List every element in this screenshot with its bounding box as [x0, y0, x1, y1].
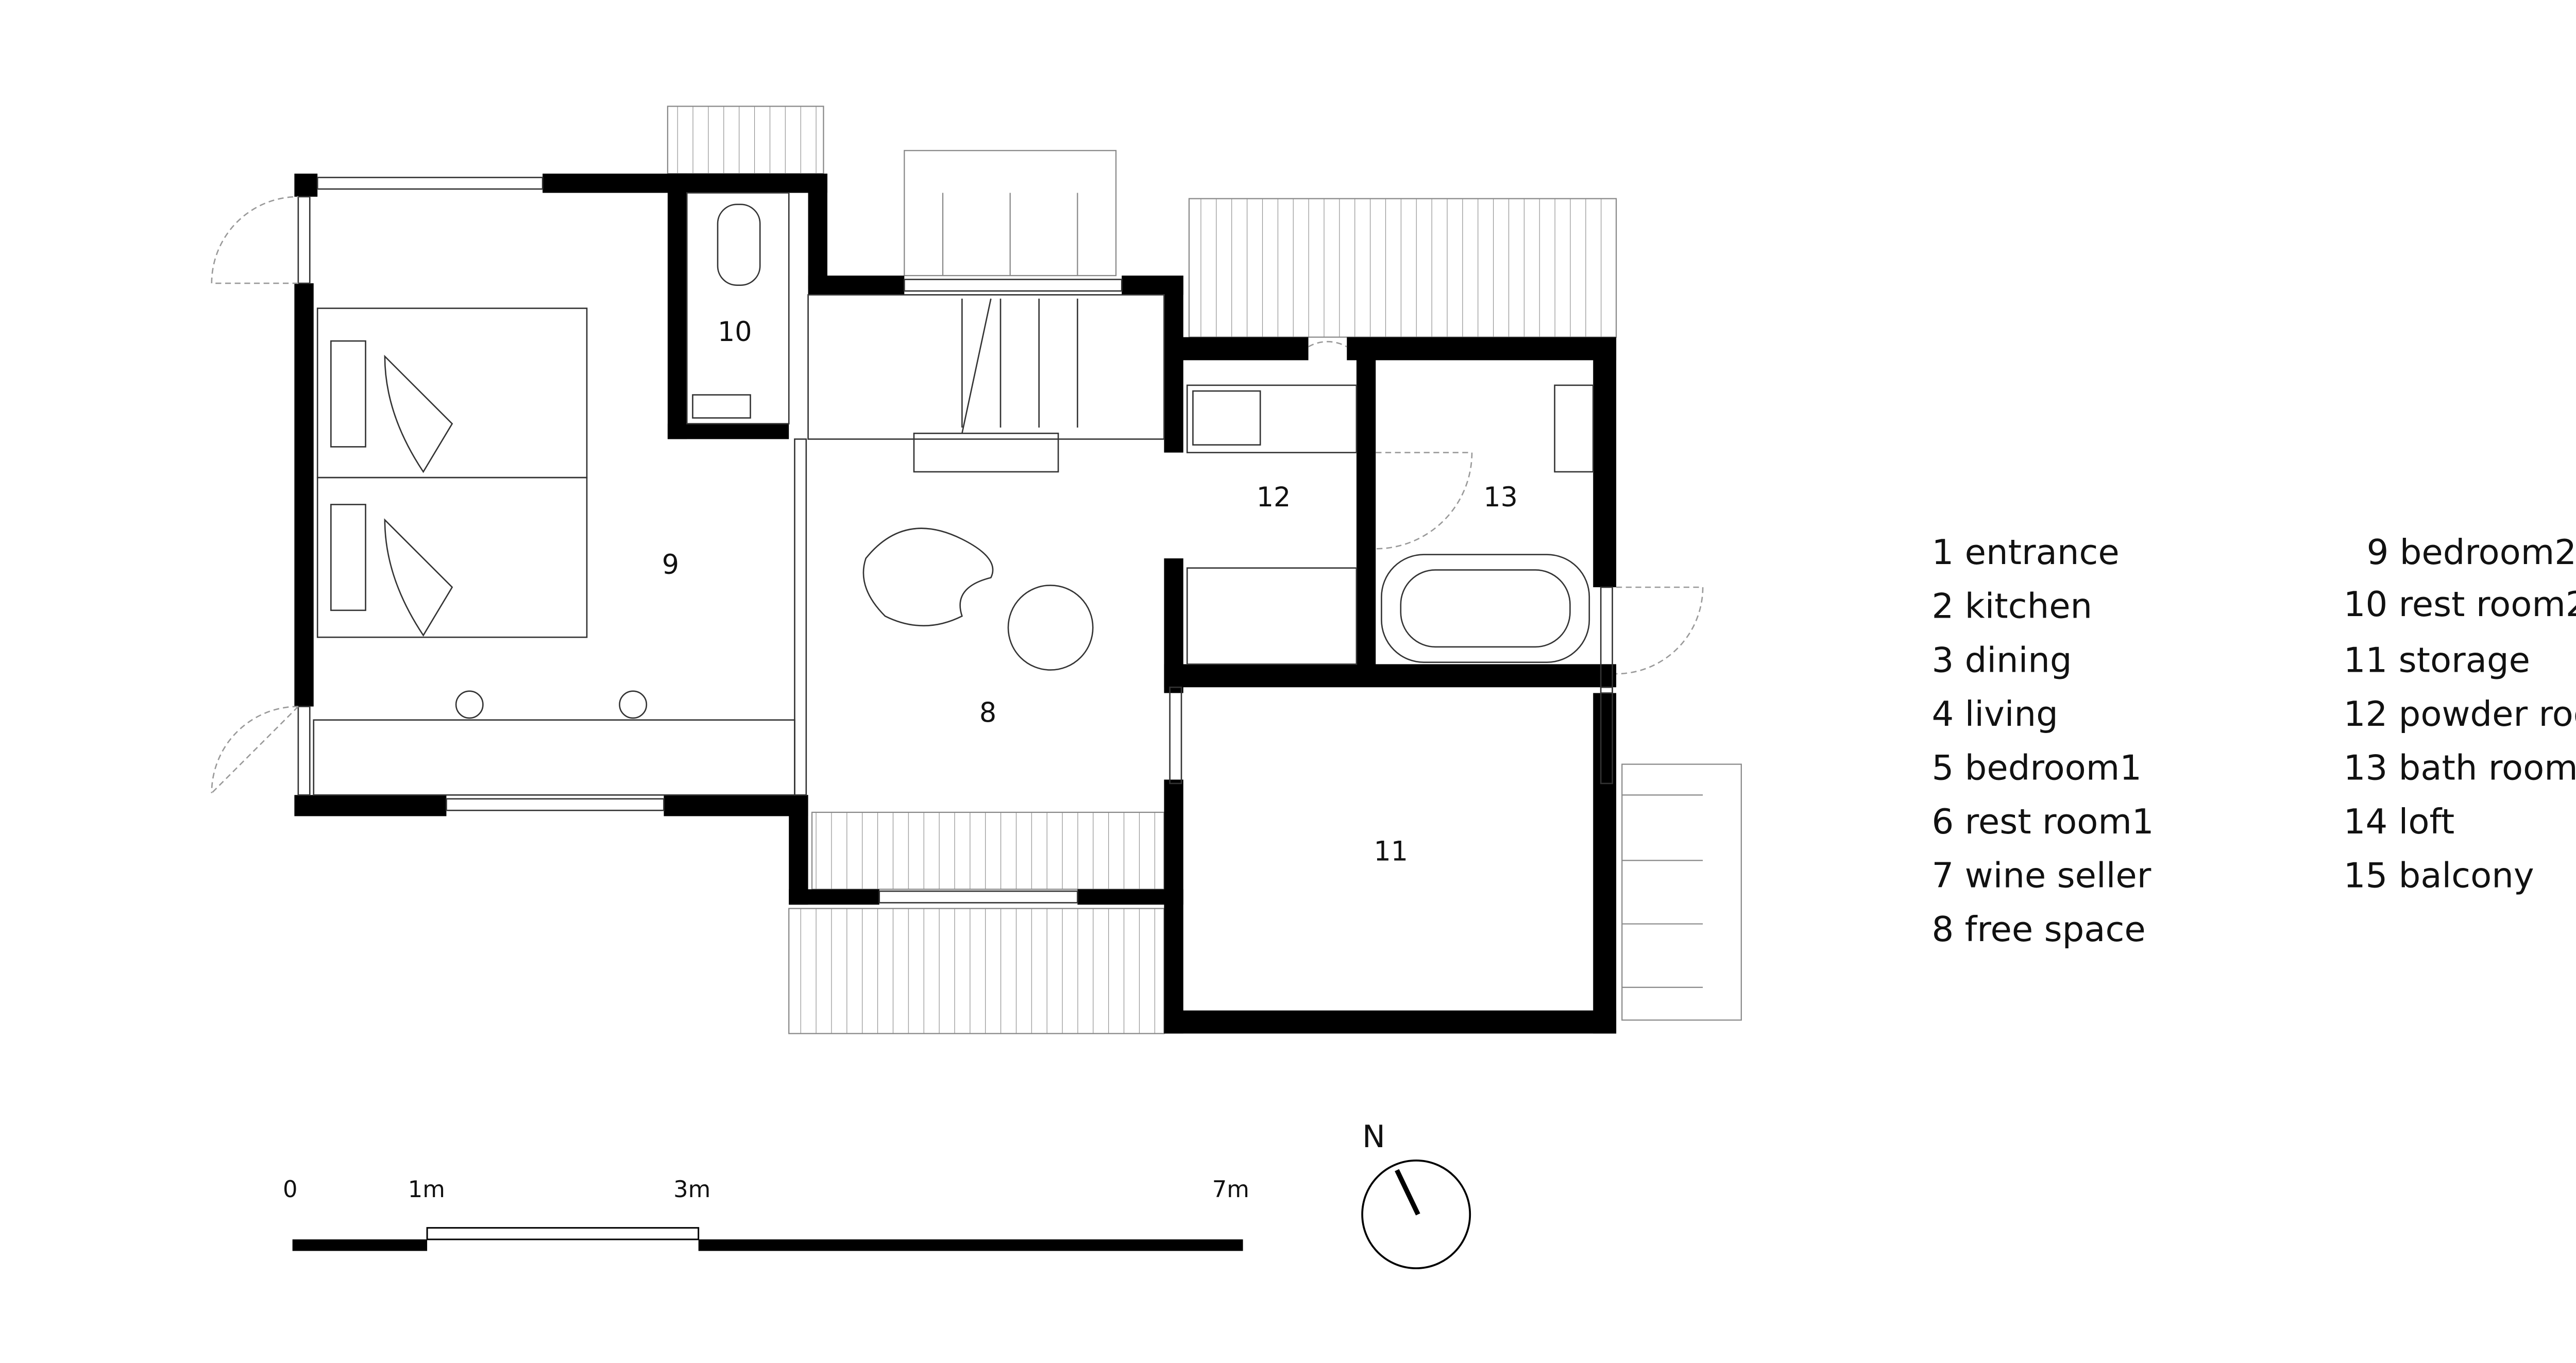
- washer-space: [1186, 567, 1358, 665]
- door-swing: [211, 196, 298, 284]
- scale-segment: [698, 1239, 1243, 1251]
- room-label-11: 11: [1374, 836, 1409, 867]
- balcony-deck: [788, 908, 1165, 1034]
- scale-label-3m: 3m: [673, 1175, 710, 1203]
- window: [903, 279, 1123, 292]
- staircase: [807, 294, 1165, 440]
- balconies: [667, 106, 1742, 1034]
- legend-item: 9 bedroom2: [2367, 532, 2576, 572]
- scale-label-7m: 7m: [1212, 1175, 1249, 1203]
- legend-item: 10 rest room2: [2344, 584, 2576, 624]
- room-label-12: 12: [1257, 482, 1291, 513]
- toilet-room-fixtures: [686, 192, 790, 424]
- pillow: [330, 504, 366, 611]
- bath-shelf: [1554, 384, 1594, 473]
- vanity-counter: [1186, 384, 1358, 453]
- door-swing: [1308, 340, 1347, 348]
- room-label-10: 10: [718, 316, 752, 348]
- sink: [1192, 390, 1261, 446]
- window: [1600, 586, 1613, 694]
- door-swing: [1616, 586, 1704, 675]
- north-arrow: N: [1361, 1119, 1471, 1269]
- bathtub-inner: [1400, 569, 1571, 648]
- blanket: [384, 354, 453, 473]
- legend-item: 12 powder room: [2344, 694, 2576, 734]
- room-label-8: 8: [979, 697, 996, 728]
- window: [297, 706, 311, 796]
- blanket: [384, 518, 453, 637]
- legend-item: 15 balcony: [2344, 856, 2534, 896]
- balcony-deck: [667, 106, 824, 175]
- scale-label-1m: 1m: [408, 1175, 445, 1203]
- balcony-deck: [1188, 198, 1617, 338]
- door-swing: [1376, 452, 1473, 550]
- legend-item: 11 storage: [2344, 640, 2530, 680]
- legend-item: 8 free space: [1932, 909, 2146, 949]
- scale-bar: 0 1m 3m 7m: [283, 1175, 1249, 1251]
- room-label-13: 13: [1483, 482, 1518, 513]
- legend-item: 2 kitchen: [1932, 586, 2093, 626]
- legend-item: 1 entrance: [1932, 532, 2120, 572]
- window: [446, 798, 665, 811]
- legend-item: 7 wine seller: [1932, 856, 2151, 896]
- window: [316, 177, 544, 190]
- compass-needle-icon: [1395, 1169, 1420, 1216]
- scale-segment: [426, 1227, 700, 1240]
- window: [1600, 686, 1613, 785]
- round-table: [1007, 584, 1094, 671]
- deck-strip: [811, 811, 1165, 890]
- bed: [316, 308, 588, 479]
- legend-item: 13 bath room: [2344, 747, 2576, 788]
- pillow: [330, 340, 366, 448]
- legend-item: 14 loft: [2344, 802, 2455, 842]
- hand-basin: [692, 394, 751, 419]
- chair: [455, 690, 484, 719]
- legend: 1 entrance 2 kitchen 3 dining 4 living 5…: [1932, 532, 2576, 949]
- legend-item: 5 bedroom1: [1932, 747, 2142, 788]
- balcony-deck: [1621, 763, 1742, 1021]
- door-swing: [211, 706, 299, 794]
- desk: [313, 719, 795, 796]
- window: [1169, 686, 1182, 785]
- bed: [316, 476, 588, 638]
- scale-segment: [292, 1239, 428, 1251]
- legend-item: 6 rest room1: [1932, 802, 2154, 842]
- openings: [211, 177, 1704, 904]
- walls: [294, 174, 1617, 1034]
- room-label-9: 9: [662, 549, 679, 581]
- furniture: [313, 192, 1594, 796]
- room-labels: 10 9 8 12 13 11: [662, 316, 1518, 867]
- bathtub: [1381, 554, 1590, 663]
- lounge-chair: [862, 527, 994, 626]
- legend-item: 4 living: [1932, 694, 2058, 734]
- window: [878, 890, 1078, 904]
- legend-item: 3 dining: [1932, 640, 2072, 680]
- north-label: N: [1362, 1119, 1385, 1155]
- scale-label-0: 0: [283, 1175, 298, 1203]
- compass-circle: [1361, 1160, 1471, 1269]
- toilet-icon: [717, 203, 761, 286]
- chair: [619, 690, 648, 719]
- window: [297, 196, 311, 284]
- bench: [913, 432, 1059, 473]
- sliding-partition: [794, 438, 807, 796]
